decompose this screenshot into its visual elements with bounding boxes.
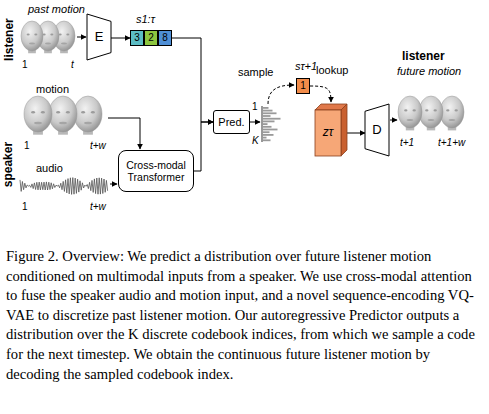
time-label: t+1+w	[438, 137, 465, 148]
time-label: 1	[22, 201, 28, 212]
node-text: 3	[134, 32, 140, 44]
encoder: E	[87, 14, 111, 60]
code-token: 3	[130, 30, 144, 46]
code-token: 8	[158, 30, 172, 46]
input-label: motion	[36, 83, 69, 95]
codebook-vector: zτ	[315, 110, 341, 156]
node-text: 2	[148, 32, 154, 44]
audio-waveform	[20, 178, 108, 195]
time-label: t+w	[90, 201, 106, 212]
input-label: audio	[36, 162, 63, 174]
axis-label: K	[252, 135, 259, 146]
row-label: speaker	[2, 142, 15, 187]
time-label: t+1	[400, 137, 414, 148]
input-arrow	[77, 37, 86, 38]
time-label: t+w	[90, 140, 106, 151]
predictor-box: Pred.	[213, 110, 250, 134]
node-text: zτ	[323, 126, 334, 140]
connector	[111, 38, 130, 39]
node-text: E	[95, 30, 104, 45]
row-label: listener	[402, 50, 445, 63]
node-text: Cross-modal Transformer	[119, 159, 193, 183]
sampled-token: 1	[296, 78, 310, 94]
histogram	[262, 106, 281, 142]
connector	[194, 122, 213, 171]
sample-arrow	[268, 85, 294, 104]
node-text: 8	[162, 32, 168, 44]
sequence-label: s1:τ	[136, 13, 155, 25]
axis-label: 1	[252, 101, 258, 112]
pred-arrow	[250, 122, 260, 123]
time-label: 1	[24, 140, 30, 151]
node-text: Pred.	[218, 116, 244, 129]
decoder: D	[365, 104, 389, 156]
time-label: t	[71, 59, 74, 70]
row-label: listener	[2, 19, 15, 62]
edge-label: lookup	[316, 64, 348, 76]
connector	[172, 38, 213, 122]
node-text: D	[372, 123, 381, 138]
transformer-box: Cross-modal Transformer	[118, 150, 194, 192]
connector	[347, 133, 365, 134]
node-text: 1	[300, 80, 306, 92]
token-label: sτ+1	[295, 60, 317, 72]
input-arrow	[108, 118, 140, 149]
input-arrow	[110, 184, 117, 185]
code-token: 2	[144, 30, 158, 46]
output-arrow	[390, 120, 397, 121]
output-label: future motion	[397, 65, 461, 77]
figure-caption: Figure 2. Overview: We predict a distrib…	[6, 247, 484, 384]
input-label: past motion	[28, 3, 85, 15]
connector	[310, 86, 331, 102]
step-label: sample	[238, 66, 273, 78]
time-label: 1	[22, 59, 28, 70]
